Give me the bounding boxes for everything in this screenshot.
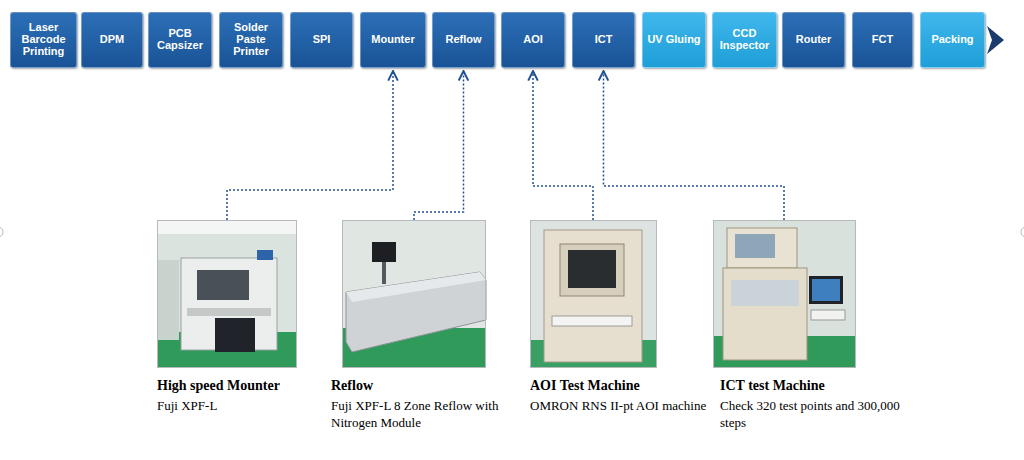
step-label: Router: [796, 34, 831, 46]
step-label: ICT: [595, 34, 613, 46]
photo-frame: [714, 221, 856, 368]
photo-frame: [158, 221, 297, 368]
process-box: SPI: [290, 12, 353, 68]
fixture-panel: [735, 234, 775, 258]
photo-ground: [530, 220, 657, 368]
oven-body: [346, 272, 486, 352]
process-box: Solder Paste Printer: [219, 12, 283, 68]
machine-title: ICT test Machine: [720, 378, 910, 395]
machine-description: OMRON RNS II-pt AOI machine: [530, 398, 712, 415]
step-label: CCD Inspector: [716, 28, 773, 52]
photo-ground: [713, 220, 856, 368]
ict-photo: [713, 220, 856, 368]
printer: [811, 310, 845, 320]
ceiling: [157, 220, 297, 234]
monitor-screen: [812, 279, 840, 301]
reflow-photo: [342, 220, 486, 368]
slide-handle: [0, 227, 3, 237]
photo-frame: [531, 221, 657, 368]
machine-photo-card: AOI Test MachineOMRON RNS II-pt AOI mach…: [530, 220, 712, 415]
step-label: AOI: [523, 34, 543, 46]
connector: [414, 71, 464, 220]
step-label: DPM: [100, 34, 124, 46]
step-label: Solder Paste Printer: [223, 22, 279, 58]
cabinet: [723, 268, 807, 360]
machine-title: Reflow: [331, 378, 527, 395]
machine-title: AOI Test Machine: [530, 378, 712, 395]
step-label: FCT: [872, 34, 893, 46]
monitor-screen: [568, 250, 616, 288]
process-box: FCT: [852, 12, 913, 68]
process-box: Mounter: [360, 12, 426, 68]
step-label: Packing: [931, 34, 973, 46]
machine-photo-card: ICT test MachineCheck 320 test points an…: [720, 220, 910, 432]
photo-ground: [157, 220, 297, 368]
machine-window: [197, 270, 249, 300]
monitor-case: [560, 244, 624, 296]
process-box: UV Gluing: [642, 12, 706, 68]
process-box: Router: [782, 12, 845, 68]
machine-far: [157, 260, 179, 340]
flow-arrowhead: [987, 26, 1004, 54]
process-box: ICT: [572, 12, 635, 68]
photo-ground: [342, 220, 486, 368]
process-box: Laser Barcode Printing: [10, 12, 77, 68]
keyboard: [552, 316, 632, 326]
monitor-arm: [382, 262, 386, 284]
machine-photo-card: ReflowFuji XPF-L 8 Zone Reflow with Nitr…: [331, 220, 527, 432]
machine-title: High speed Mounter: [157, 378, 332, 395]
process-box: DPM: [81, 12, 143, 68]
step-label: Reflow: [445, 34, 481, 46]
process-box: Packing: [920, 12, 985, 68]
machine-photo-card: High speed MounterFuji XPF-L: [157, 220, 332, 415]
mounter-photo: [157, 220, 297, 368]
oven-lid: [346, 272, 486, 302]
status-sign: [257, 250, 273, 260]
step-label: PCB Capsizer: [152, 28, 208, 52]
machine-description: Fuji XPF-L: [157, 398, 332, 415]
connector: [227, 71, 393, 220]
connector: [604, 71, 785, 220]
process-box: AOI: [501, 12, 565, 68]
process-box: CCD Inspector: [712, 12, 777, 68]
step-label: Laser Barcode Printing: [14, 22, 73, 58]
machine-rail: [187, 308, 271, 316]
aoi-photo: [530, 220, 657, 368]
process-box: PCB Capsizer: [148, 12, 212, 68]
slide-handle: [1021, 227, 1024, 237]
monitor: [809, 276, 843, 304]
machine-body: [544, 230, 642, 362]
machine-description: Check 320 test points and 300,000 steps: [720, 398, 910, 432]
connector: [533, 71, 593, 220]
feeder-bank: [215, 318, 255, 352]
step-label: UV Gluing: [647, 34, 700, 46]
fixture-top: [727, 228, 797, 268]
monitor: [372, 242, 396, 262]
machine-description: Fuji XPF-L 8 Zone Reflow with Nitrogen M…: [331, 398, 527, 432]
test-bed: [731, 280, 799, 306]
process-box: Reflow: [432, 12, 495, 68]
step-label: Mounter: [371, 34, 414, 46]
step-label: SPI: [313, 34, 331, 46]
photo-frame: [343, 221, 486, 368]
